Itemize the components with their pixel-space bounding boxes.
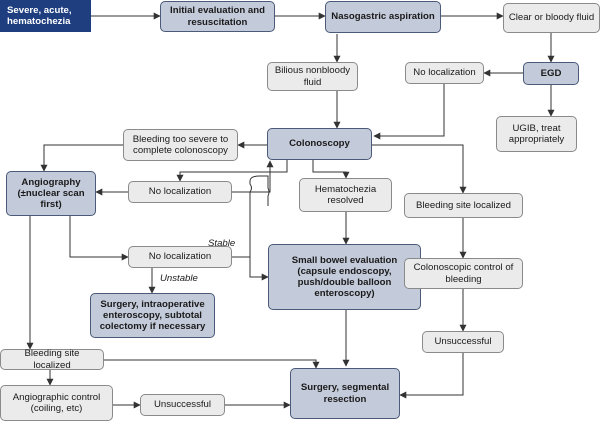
nasogastric-aspiration-node: Nasogastric aspiration bbox=[325, 1, 441, 33]
edge-nolocliow-smallbowel bbox=[232, 256, 269, 281]
edge-colonoscopy-nolocmid bbox=[176, 160, 288, 182]
unsuccessful-bottom-node: Unsuccessful bbox=[140, 394, 225, 416]
too-severe-node: Bleeding too severe to complete colonosc… bbox=[123, 129, 238, 161]
start-node: Severe, acute, hematochezia bbox=[0, 0, 91, 32]
edge-angiography-nolocliow bbox=[69, 216, 129, 261]
edge-toosevere-angiography bbox=[40, 144, 123, 172]
edge-nolocmid-colonoscopy bbox=[232, 160, 274, 193]
surgery-segmental-node: Surgery, segmental resection bbox=[290, 368, 400, 419]
edge-noloc-colonoscopy bbox=[373, 84, 445, 140]
colonoscopic-control-node: Colonoscopic control of bleeding bbox=[404, 258, 523, 289]
angiographic-control-node: Angiographic control (coiling, etc) bbox=[0, 385, 113, 421]
edge-localizedleft-surgery bbox=[104, 359, 320, 369]
ugib-node: UGIB, treat appropriately bbox=[496, 116, 577, 152]
unsuccessful-right-node: Unsuccessful bbox=[422, 331, 504, 353]
bilious-nonbloody-node: Bilious nonbloody fluid bbox=[267, 62, 358, 91]
bleeding-site-localized-right-node: Bleeding site localized bbox=[404, 193, 523, 218]
small-bowel-evaluation-node: Small bowel evaluation (capsule endoscop… bbox=[268, 244, 421, 310]
edge-unsuccessful-surgery bbox=[399, 353, 464, 399]
egd-node: EGD bbox=[523, 62, 579, 85]
unstable-edge-label: Unstable bbox=[160, 273, 198, 284]
no-localization-top-node: No localization bbox=[405, 62, 484, 84]
edge-colonoscopy-localized bbox=[372, 144, 467, 194]
edge-colonoscopy-resolved bbox=[312, 160, 350, 179]
no-localization-mid-node: No localization bbox=[128, 181, 232, 203]
surgery-intraoperative-node: Surgery, intraoperative enteroscopy, sub… bbox=[90, 293, 215, 338]
hematochezia-resolved-node: Hematochezia resolved bbox=[299, 178, 392, 212]
stable-edge-label: Stable bbox=[208, 238, 236, 249]
bleeding-site-localized-left-node: Bleeding site localized bbox=[0, 348, 104, 371]
initial-evaluation-node: Initial evaluation and resuscitation bbox=[160, 1, 275, 32]
no-localization-low-node: No localization bbox=[128, 246, 232, 268]
clear-bloody-fluid-node: Clear or bloody fluid bbox=[503, 3, 600, 33]
colonoscopy-node: Colonoscopy bbox=[267, 128, 372, 160]
edge-nolocmid-smallbowel bbox=[249, 175, 270, 206]
angiography-node: Angiography (±nuclear scan first) bbox=[6, 171, 96, 216]
